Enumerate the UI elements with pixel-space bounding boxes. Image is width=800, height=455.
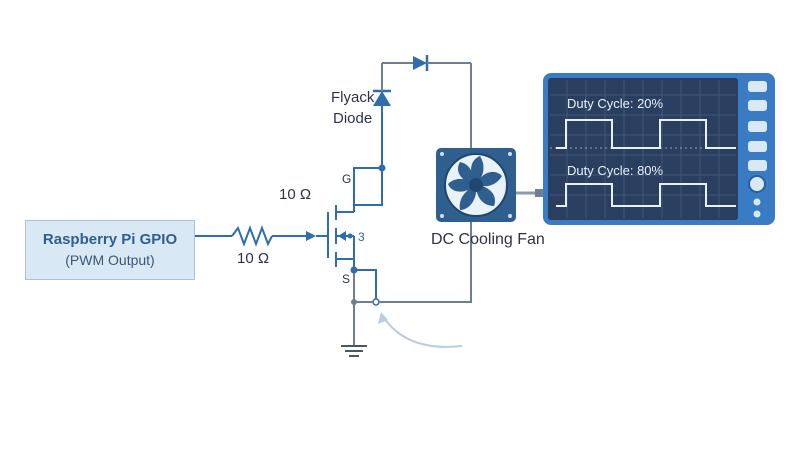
trace-duty-20 — [556, 119, 736, 149]
gate-arrow — [306, 231, 316, 241]
mosfet-gate-label: G — [342, 172, 352, 186]
drain-wire — [353, 167, 383, 206]
resistor-symbol — [231, 225, 273, 247]
source-wire — [354, 269, 377, 300]
scope-button-4 — [748, 141, 767, 152]
source-node — [350, 266, 358, 274]
diode-label-line2: Diode — [333, 110, 373, 127]
mosfet-body-dot — [347, 233, 353, 239]
scope-knob-small-2 — [753, 210, 761, 218]
current-flow-arrowhead — [378, 312, 388, 324]
scope-knob-small-1 — [753, 198, 761, 206]
probe-connector — [535, 189, 543, 197]
scope-grid — [550, 80, 736, 218]
gate-resistor-label: 10 Ω — [279, 186, 312, 203]
scope-trace1-label: Duty Cycle: 20% — [567, 96, 664, 111]
current-flow-arrow — [383, 317, 463, 348]
return-node — [372, 298, 380, 306]
scope-button-2 — [748, 100, 767, 111]
scope-knob-large — [748, 175, 766, 193]
gpio-subtitle: (PWM Output) — [65, 252, 155, 268]
fan-return-wire — [379, 222, 472, 303]
scope-button-3 — [748, 121, 767, 132]
mosfet-drain-label: 3 — [358, 230, 365, 244]
scope-button-1 — [748, 81, 767, 92]
fan-label: DC Cooling Fan — [431, 231, 545, 248]
trace-duty-80 — [556, 183, 736, 207]
scope-trace2-label: Duty Cycle: 80% — [567, 163, 664, 178]
gpio-title: Raspberry Pi GPIO — [42, 231, 178, 248]
diode-vertical-triangle — [373, 91, 391, 106]
scope-button-5 — [748, 160, 767, 171]
fan-icon — [436, 148, 516, 222]
diode-label-line1: Flyack — [331, 89, 375, 106]
ground-icon — [341, 345, 367, 357]
gpio-box: Raspberry Pi GPIO (PWM Output) — [25, 220, 195, 280]
oscilloscope — [543, 73, 775, 225]
diode-horizontal-triangle — [413, 56, 427, 70]
mosfet-arrow — [338, 231, 346, 241]
mosfet-source-label: S — [342, 272, 351, 286]
resistor-label: 10 Ω — [237, 250, 270, 267]
